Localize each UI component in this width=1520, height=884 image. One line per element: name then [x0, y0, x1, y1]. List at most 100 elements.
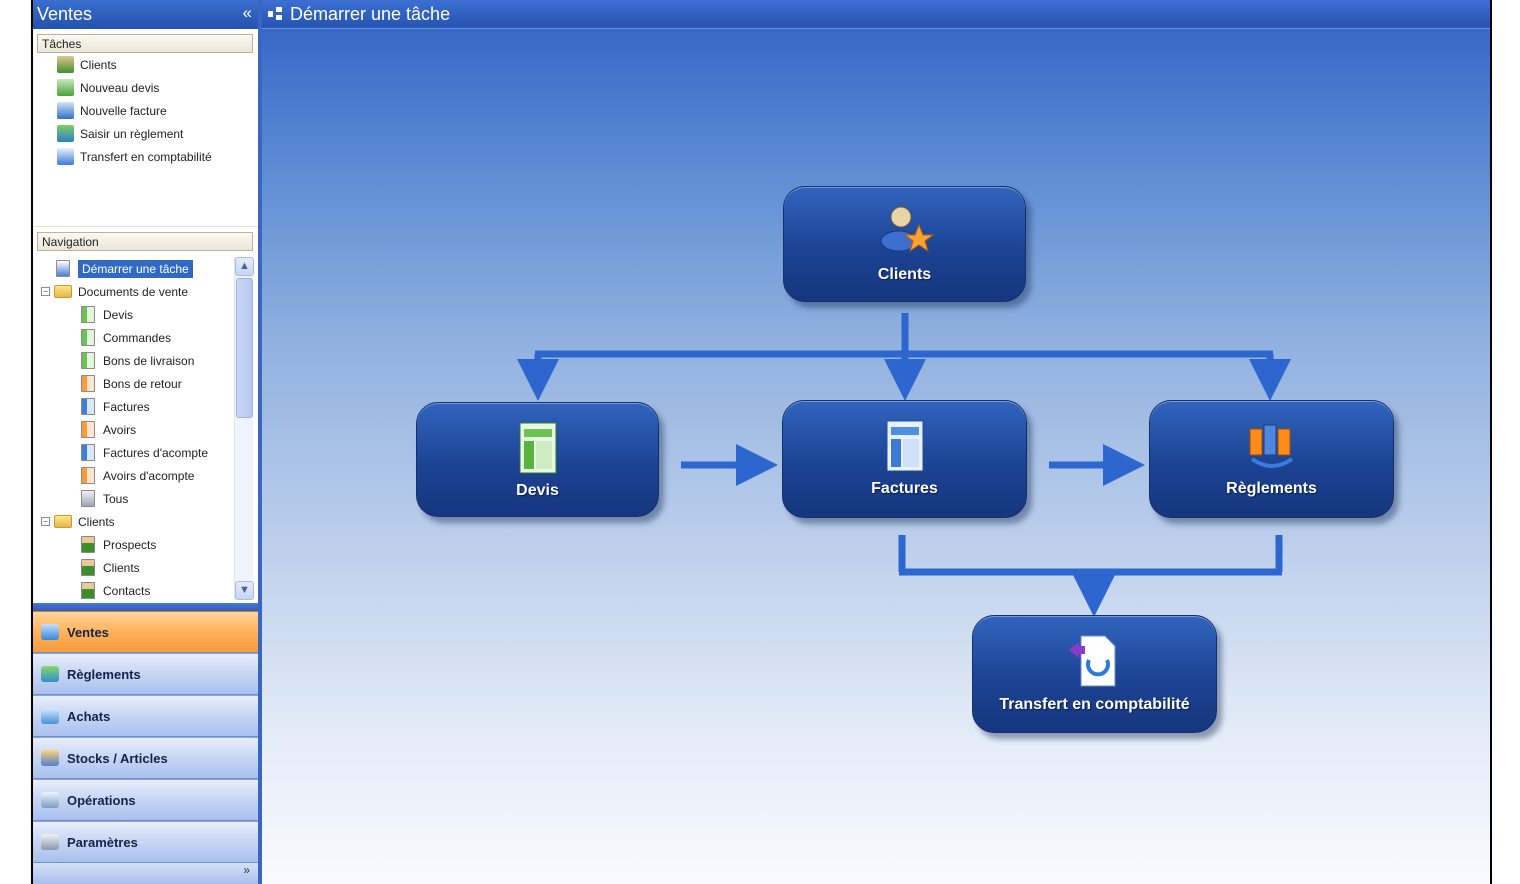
tasks-group-title: Tâches [37, 34, 253, 53]
workflow-arrows [517, 313, 1291, 617]
task-item[interactable]: Transfert en comptabilité [33, 145, 258, 168]
person-icon [81, 582, 95, 599]
reglements-node[interactable]: Règlements [1149, 400, 1394, 518]
module-button[interactable]: Stocks / Articles [33, 737, 258, 779]
tree-item[interactable]: Devis [33, 303, 230, 326]
tree-item[interactable]: − Clients [33, 510, 230, 533]
transfert-node-label: Transfert en comptabilité [999, 696, 1190, 713]
scroll-up-button[interactable]: ▲ [235, 257, 254, 276]
navigation-scrollbar[interactable]: ▲ ▼ [234, 257, 254, 600]
folder-icon [54, 515, 72, 528]
purchases-icon [41, 708, 59, 724]
module-button-label: Stocks / Articles [67, 750, 168, 766]
start-task-icon [268, 7, 284, 21]
transfert-node[interactable]: Transfert en comptabilité [972, 615, 1217, 733]
task-item[interactable]: Saisir un règlement [33, 122, 258, 145]
tree-item-label: Documents de vente [78, 284, 189, 299]
quote-document-icon [519, 422, 556, 474]
module-button[interactable]: Achats [33, 695, 258, 737]
devis-node[interactable]: Devis [416, 402, 659, 517]
tree-item[interactable]: Bons de retour [33, 372, 230, 395]
clients-node[interactable]: Clients [783, 186, 1026, 302]
search-document-icon [81, 490, 95, 507]
sales-icon [41, 624, 59, 640]
tree-item[interactable]: Bons de livraison [33, 349, 230, 372]
task-item[interactable]: Clients [33, 53, 258, 76]
pane-divider [258, 0, 262, 884]
navigation-group-title: Navigation [37, 232, 253, 251]
invoice-doc-icon [57, 102, 74, 119]
module-button[interactable]: Règlements [33, 653, 258, 695]
invoice-document-icon [886, 420, 923, 472]
tree-item[interactable]: Avoirs d'acompte [33, 464, 230, 487]
reglements-node-label: Règlements [1226, 480, 1317, 497]
pane-footer-button[interactable]: » [33, 863, 258, 884]
folder-icon [54, 285, 72, 298]
client-icon [57, 56, 74, 73]
tree-item-label: Démarrer une tâche [78, 259, 193, 278]
pane-splitter[interactable] [33, 603, 258, 611]
module-button-label: Achats [67, 708, 111, 724]
scroll-down-button[interactable]: ▼ [235, 581, 254, 600]
green-document-icon [81, 329, 95, 346]
green-document-icon [81, 306, 95, 323]
module-button[interactable]: Ventes [33, 611, 258, 653]
tree-item[interactable]: Commandes [33, 326, 230, 349]
orange-document-icon [81, 421, 95, 438]
tree-item[interactable]: − Documents de vente [33, 280, 230, 303]
main-area: Démarrer une tâche [262, 0, 1490, 884]
tree-item[interactable]: Tous [33, 487, 230, 510]
task-item[interactable]: Nouvelle facture [33, 99, 258, 122]
blue-document-icon [81, 398, 95, 415]
tree-item-label: Prospects [103, 537, 157, 552]
tree-item-label: Avoirs d'acompte [103, 468, 195, 483]
tree-collapse-toggle[interactable]: − [41, 287, 50, 296]
tree-item-label: Factures d'acompte [103, 445, 209, 460]
tree-item[interactable]: Démarrer une tâche [33, 257, 230, 280]
tree-item-label: Bons de retour [103, 376, 182, 391]
left-pane-header: Ventes « [33, 0, 258, 29]
orange-document-icon [81, 375, 95, 392]
tree-item-label: Clients [78, 514, 115, 529]
tree-item[interactable]: Avoirs [33, 418, 230, 441]
tree-item[interactable]: Factures [33, 395, 230, 418]
task-item[interactable]: Nouveau devis [33, 76, 258, 99]
person-icon [81, 559, 95, 576]
module-button-label: Règlements [67, 666, 141, 682]
tree-collapse-toggle[interactable]: − [41, 517, 50, 526]
main-title: Démarrer une tâche [290, 3, 451, 24]
tree-item-label: Clients [103, 560, 140, 575]
tree-item-label: Bons de livraison [103, 353, 195, 368]
collapse-pane-button[interactable]: « [242, 3, 252, 22]
tree-item[interactable]: Factures d'acompte [33, 441, 230, 464]
devis-node-label: Devis [516, 482, 559, 499]
factures-node[interactable]: Factures [782, 400, 1027, 518]
tree-item-label: Avoirs [103, 422, 137, 437]
operations-icon [41, 792, 59, 808]
module-button-label: Ventes [67, 624, 109, 640]
green-document-icon [81, 352, 95, 369]
tree-item[interactable]: Clients [33, 556, 230, 579]
settings-icon [41, 834, 59, 850]
stock-icon [41, 750, 59, 766]
accounting-transfer-icon [1068, 635, 1115, 687]
main-header: Démarrer une tâche [262, 0, 1490, 29]
tree-item-label: Factures [103, 399, 150, 414]
payments-icon [1249, 424, 1293, 468]
left-pane-title: Ventes [37, 4, 93, 24]
tree-item-label: Commandes [103, 330, 172, 345]
client-star-icon [880, 206, 934, 253]
tree-item-label: Devis [103, 307, 134, 322]
scroll-thumb[interactable] [236, 278, 253, 418]
module-button[interactable]: Opérations [33, 779, 258, 821]
module-button[interactable]: Paramètres [33, 821, 258, 863]
quote-doc-icon [57, 79, 74, 96]
tree-item[interactable]: Contacts [33, 579, 230, 602]
orange-document-icon [81, 467, 95, 484]
task-item-label: Nouveau devis [80, 80, 160, 95]
tree-item[interactable]: Prospects [33, 533, 230, 556]
